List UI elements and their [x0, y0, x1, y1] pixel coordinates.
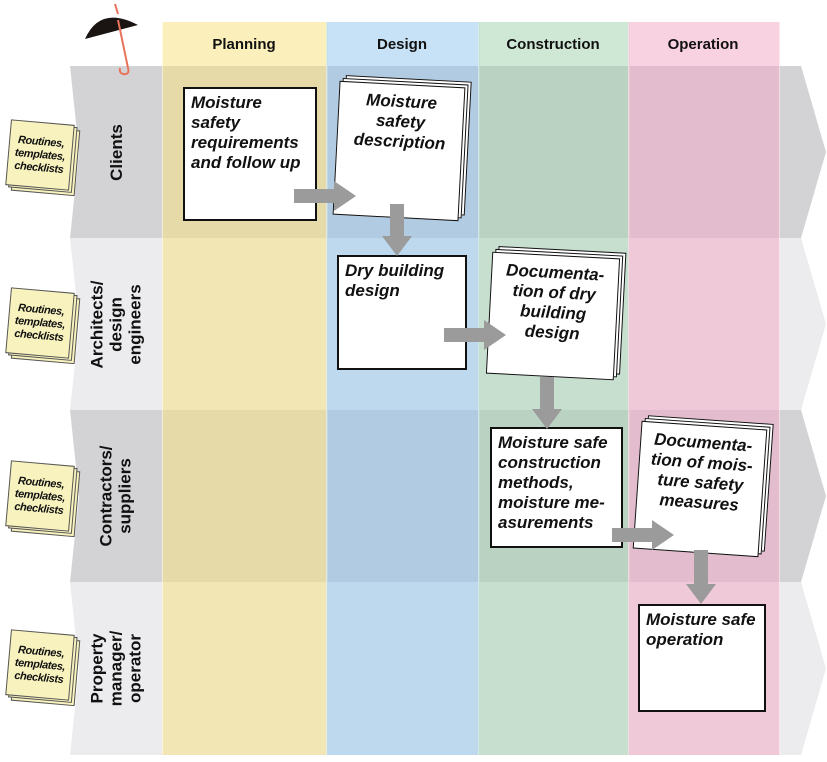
arrow-down-icon [686, 550, 716, 604]
role-architects: Architects/ design engineers [87, 280, 145, 368]
phase-design: Design [376, 35, 427, 53]
phase-operation: Operation [667, 35, 739, 53]
role-contractors: Contractors/ suppliers [97, 445, 136, 547]
role-property-manager: Property manager/ operator [87, 630, 145, 707]
role-clients: Clients [106, 123, 126, 181]
routines-note-property-manager: Routines, templates, checklists [5, 629, 81, 707]
arrow-down-icon [382, 204, 412, 256]
phase-planning: Planning [212, 35, 276, 53]
phase-construction: Construction [506, 35, 600, 53]
arrow-right-icon [294, 181, 356, 211]
box-dry-building-design: Dry building design [337, 255, 467, 370]
box-moisture-safe-operation: Moisture safe operation [638, 604, 766, 712]
stack-documentation-dry-building-design: Documenta-tion of dry building design [485, 246, 627, 381]
routines-note-architects: Routines, templates, checklists [5, 287, 81, 365]
routines-note-contractors: Routines, templates, checklists [5, 460, 81, 538]
arrow-right-icon [612, 520, 674, 550]
box-construction-methods: Moisture safe construction methods, mois… [490, 427, 623, 548]
routines-note-clients: Routines, templates, checklists [5, 119, 81, 197]
arrow-down-icon [532, 377, 562, 429]
umbrella-icon [85, 3, 138, 76]
arrow-right-icon [444, 320, 506, 350]
